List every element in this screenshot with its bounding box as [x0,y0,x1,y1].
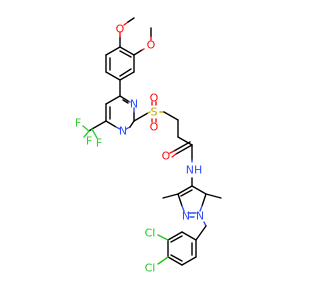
amide-nh: NH [186,164,203,177]
methoxy-right [133,27,152,56]
fluorine-bottom: F [96,137,102,150]
butanamide-chain [159,111,193,163]
atom-labels: O O F F F S O O N N O NH N N Cl Cl [75,23,204,275]
sulfur-atom: S [151,106,158,119]
methoxy-top [119,17,135,48]
methyl-right [205,193,222,199]
molecule-diagram: O O F F F S O O N N O NH N N Cl Cl [75,17,222,275]
chloro-bond-bottom [157,256,169,265]
pyrazole-nitrogen-left: N [182,210,190,223]
pyrimidine-nitrogen-bottom: N [119,125,127,138]
pyrimidine-ring [105,95,135,130]
sulfonyl-oxygen-top: O [150,92,159,105]
sulfonyl-oxygen-bottom: O [150,121,159,134]
fluorine-middle: F [86,135,92,148]
amide-oxygen: O [162,150,171,163]
pyrazole-nitrogen-right: N [196,210,204,223]
fluorine-left: F [75,117,81,130]
pyrimidine-nitrogen-top: N [130,98,138,111]
chloro-bond-top [157,234,169,241]
molecule-structure: O O F F F S O O N N O NH N N Cl Cl [75,17,222,275]
chlorine-top: Cl [145,227,156,240]
methyl-left [162,193,179,199]
dimethoxyphenyl-ring [105,46,135,81]
benzyl-linker [195,221,207,241]
sulfonyl-group [133,101,157,123]
trifluoromethyl-group [82,120,107,139]
chlorine-bottom: Cl [145,262,156,275]
methoxy-oxygen-right: O [147,39,156,52]
methoxy-oxygen-top: O [116,23,125,36]
pyrazole-ring [177,177,207,218]
dichlorophenyl-ring [167,231,197,266]
